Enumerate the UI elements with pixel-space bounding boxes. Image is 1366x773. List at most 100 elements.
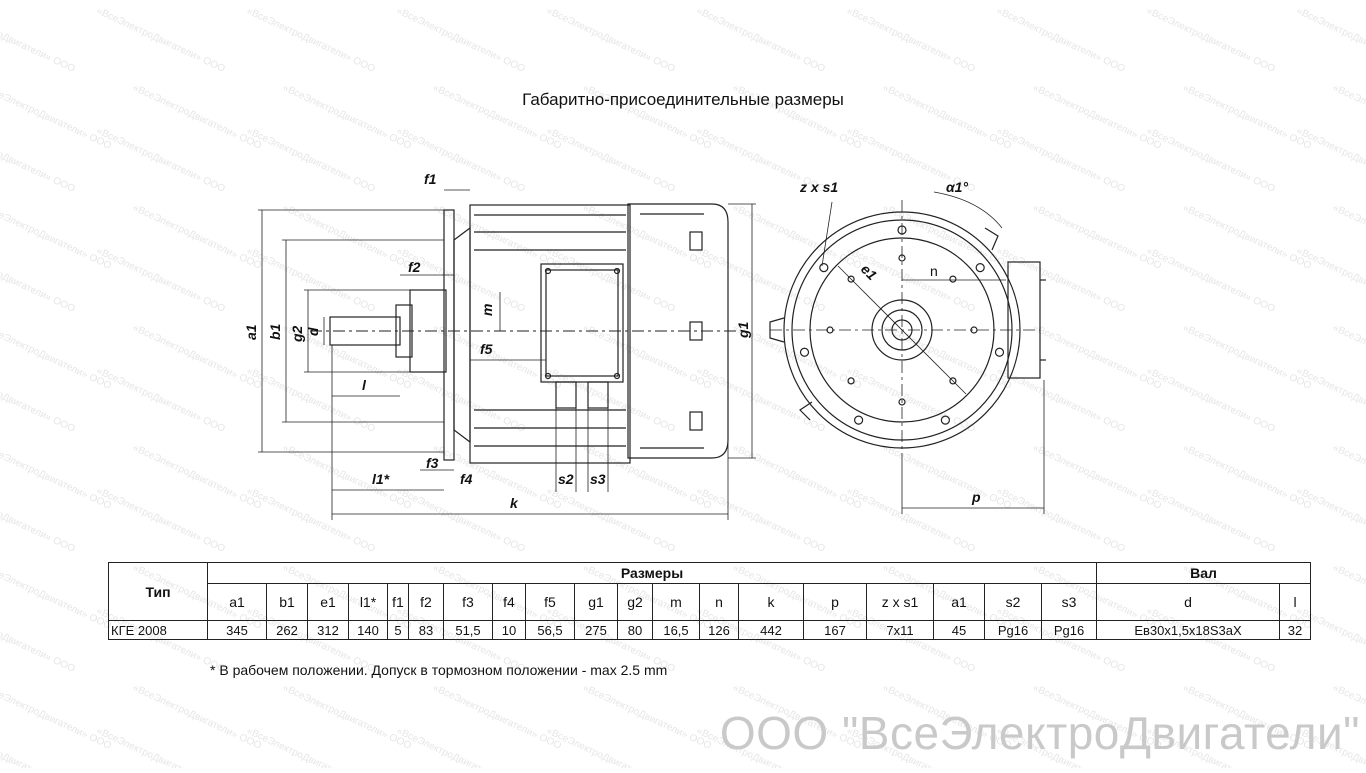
- label-g2: g2: [289, 325, 305, 343]
- watermark-text: «ВсеЭлектроДвигатели» ООО: [131, 682, 263, 751]
- label-l: l: [362, 377, 367, 393]
- table-cell: 80: [617, 620, 653, 640]
- column-header: z x s1: [866, 583, 934, 621]
- footnote: * В рабочем положении. Допуск в тормозно…: [210, 662, 668, 678]
- inner-hole: [898, 398, 906, 406]
- bolt-hole: [940, 415, 950, 425]
- watermark-text: «ВсеЭлектроДвигатели» ООО: [545, 726, 677, 768]
- inner-hole: [949, 377, 957, 385]
- table-cell: 167: [803, 620, 867, 640]
- front-view: [769, 191, 1046, 514]
- table-cell: 126: [699, 620, 739, 640]
- bolt-hole: [854, 415, 864, 425]
- column-header: g2: [617, 583, 653, 621]
- table-cell: 442: [738, 620, 804, 640]
- label-l1: l1*: [372, 471, 390, 487]
- column-header: f2: [408, 583, 444, 621]
- watermark-text: «ВсеЭлектроДвигатели» ООО: [1331, 562, 1366, 631]
- column-header: g1: [574, 583, 618, 621]
- column-header: d: [1096, 583, 1280, 621]
- watermark-text: «ВсеЭлектроДвигатели» ООО: [95, 726, 227, 768]
- page-title: Габаритно-присоединительные размеры: [522, 90, 844, 109]
- watermark-text: «ВсеЭлектроДвигатели» ООО: [581, 682, 713, 751]
- watermark-text: «ВсеЭлектроДвигатели» ООО: [0, 726, 77, 768]
- column-header: n: [699, 583, 739, 621]
- table-cell: 83: [408, 620, 444, 640]
- watermark-text: «ВсеЭлектроДвигатели» ООО: [0, 682, 113, 751]
- column-header: f3: [443, 583, 493, 621]
- label-alpha: α1°: [946, 179, 968, 195]
- column-header: k: [738, 583, 804, 621]
- table-cell: 7x11: [866, 620, 934, 640]
- column-header: f5: [525, 583, 575, 621]
- table-cell: 51,5: [443, 620, 493, 640]
- table-cell: 45: [933, 620, 985, 640]
- label-s3: s3: [590, 471, 606, 487]
- table-cell: Pg16: [1041, 620, 1097, 640]
- column-header: f1: [387, 583, 409, 621]
- label-g1: g1: [735, 321, 751, 339]
- label-b1: b1: [267, 323, 283, 340]
- label-f2: f2: [408, 259, 421, 275]
- column-header: p: [803, 583, 867, 621]
- label-f5: f5: [480, 341, 493, 357]
- label-n: n: [930, 263, 938, 279]
- table-cell: 5: [387, 620, 409, 640]
- inner-hole: [847, 275, 855, 283]
- table-cell: 10: [492, 620, 526, 640]
- motor-body: [469, 204, 631, 464]
- column-header: e1: [307, 583, 349, 621]
- table-cell: 140: [348, 620, 388, 640]
- bolt-hole: [819, 263, 829, 273]
- inner-hole: [847, 377, 855, 385]
- brand-watermark: ООО "ВсеЭлектроДвигатели": [719, 707, 1360, 759]
- label-m: m: [479, 304, 495, 316]
- watermark-text: «ВсеЭлектроДвигатели» ООО: [245, 726, 377, 768]
- label-s2: s2: [558, 471, 574, 487]
- label-f3: f3: [426, 455, 439, 471]
- watermark-text: «ВсеЭлектроДвигатели» ООО: [395, 726, 527, 768]
- column-header: s2: [984, 583, 1042, 621]
- column-header: a1: [933, 583, 985, 621]
- label-k: k: [510, 495, 519, 511]
- shaft-header: Вал: [1096, 562, 1311, 584]
- bolt-hole: [975, 263, 985, 273]
- label-d: d: [305, 327, 321, 336]
- table-cell: 262: [266, 620, 308, 640]
- table-cell: 312: [307, 620, 349, 640]
- table-cell: 32: [1279, 620, 1311, 640]
- terminal-box: [540, 263, 624, 383]
- column-header: b1: [266, 583, 308, 621]
- label-a1: a1: [243, 324, 259, 340]
- cable-gland-s2: [555, 381, 577, 409]
- watermark-text: «ВсеЭлектроДвигатели» ООО: [431, 682, 563, 751]
- label-p: p: [971, 489, 981, 505]
- watermark-text: «ВсеЭлектроДвигатели» ООО: [0, 562, 113, 631]
- type-header: Тип: [108, 562, 208, 621]
- shaft: [329, 316, 401, 346]
- cable-gland-s3: [587, 381, 609, 409]
- column-header: l: [1279, 583, 1311, 621]
- bolt-hole: [994, 347, 1005, 357]
- column-header: f4: [492, 583, 526, 621]
- sizes-header: Размеры: [207, 562, 1097, 584]
- table-cell: 16,5: [652, 620, 700, 640]
- label-f1: f1: [424, 171, 437, 187]
- column-header: l1*: [348, 583, 388, 621]
- label-zxs1: z x s1: [799, 179, 838, 195]
- label-e1: e1: [858, 261, 880, 283]
- table-cell: 275: [574, 620, 618, 640]
- column-header: s3: [1041, 583, 1097, 621]
- front-terminal-box: [1007, 261, 1041, 379]
- column-header: m: [652, 583, 700, 621]
- table-cell: 345: [207, 620, 267, 640]
- table-cell: Ев30х1,5х18S3аХ: [1096, 620, 1280, 640]
- bolt-hole: [799, 347, 810, 357]
- watermark-text: «ВсеЭлектроДвигатели» ООО: [281, 682, 413, 751]
- type-cell: КГЕ 2008: [108, 620, 208, 640]
- column-header: a1: [207, 583, 267, 621]
- inner-hole: [949, 275, 957, 283]
